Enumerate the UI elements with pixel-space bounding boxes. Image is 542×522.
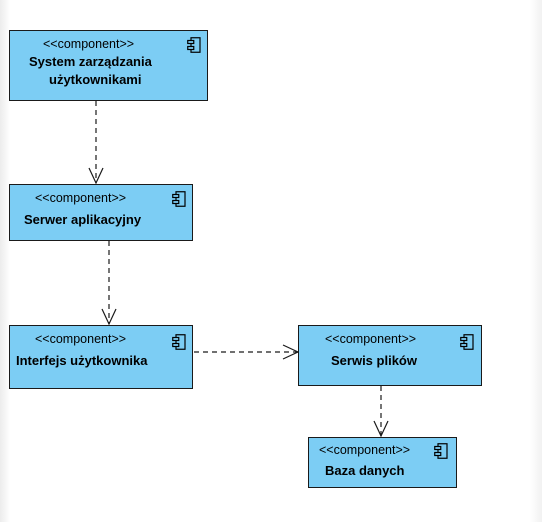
component-interfejs-uzytkownika[interactable]: <<component>> Interfejs użytkownika [9,325,193,389]
dependency-ui-files[interactable] [194,344,300,360]
component-name-line1: System zarządzania [29,54,152,69]
component-icon [187,37,201,53]
component-stereotype: <<component>> [43,37,135,51]
component-icon [172,334,186,350]
component-icon [434,443,448,459]
component-stereotype: <<component>> [35,191,127,205]
component-name: Interfejs użytkownika [16,353,148,368]
component-serwis-plikow[interactable]: <<component>> Serwis plików [298,325,482,386]
component-system-zarzadzania[interactable]: <<component>> System zarządzania użytkow… [9,30,208,101]
component-serwer-aplikacyjny[interactable]: <<component>> Serwer aplikacyjny [9,184,193,241]
component-name-line2: użytkownikami [49,72,142,87]
component-stereotype: <<component>> [319,443,411,457]
component-name: Serwis plików [331,353,417,368]
component-icon [460,334,474,350]
dependency-files-db[interactable] [373,386,389,438]
component-name: Serwer aplikacyjny [24,212,142,227]
component-icon [172,191,186,207]
dependency-system-server[interactable] [88,101,104,185]
component-stereotype: <<component>> [35,332,127,346]
dependency-server-ui[interactable] [101,241,117,326]
component-stereotype: <<component>> [325,332,417,346]
component-baza-danych[interactable]: <<component>> Baza danych [308,437,457,488]
component-name: Baza danych [325,463,405,478]
